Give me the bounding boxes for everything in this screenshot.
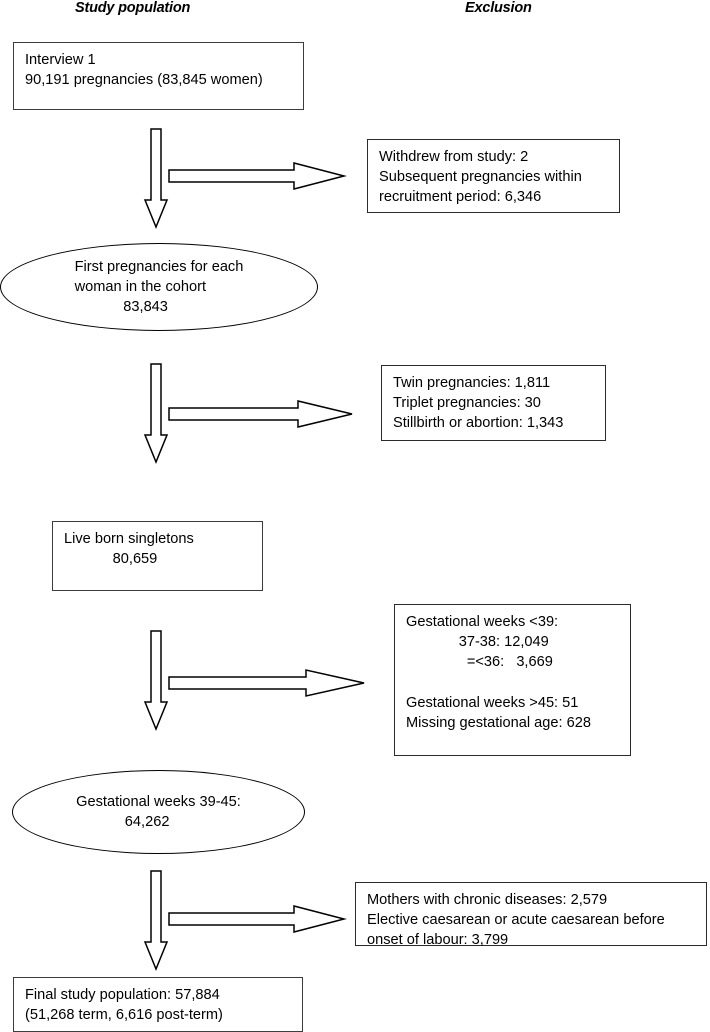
node-exclusion-3: Gestational weeks <39: 37-38: 12,049 =<3…	[394, 604, 631, 756]
node-live-born-singletons: Live born singletons 80,659	[52, 521, 263, 591]
node-exclusion-1: Withdrew from study: 2 Subsequent pregna…	[367, 139, 620, 213]
node-final-study-population: Final study population: 57,884 (51,268 t…	[13, 977, 303, 1032]
node-exclusion-4: Mothers with chronic diseases: 2,579 Ele…	[355, 882, 707, 948]
column-header-study-population: Study population	[75, 0, 191, 16]
arrow-right-3	[168, 667, 368, 701]
node-interview-1: Interview 1 90,191 pregnancies (83,845 w…	[13, 42, 304, 110]
arrow-right-4	[168, 903, 348, 937]
column-header-exclusion: Exclusion	[465, 0, 532, 16]
node-exclusion-2: Twin pregnancies: 1,811 Triplet pregnanc…	[381, 365, 606, 441]
arrow-down-1	[140, 128, 172, 229]
arrow-down-4	[140, 870, 172, 971]
arrow-right-2	[168, 398, 356, 432]
arrow-down-3	[140, 630, 172, 731]
node-gestational-weeks-39-45: Gestational weeks 39-45: 64,262	[12, 770, 305, 854]
arrow-down-2	[140, 363, 172, 464]
node-first-pregnancies: First pregnancies for each woman in the …	[0, 243, 318, 331]
arrow-right-1	[168, 160, 348, 194]
